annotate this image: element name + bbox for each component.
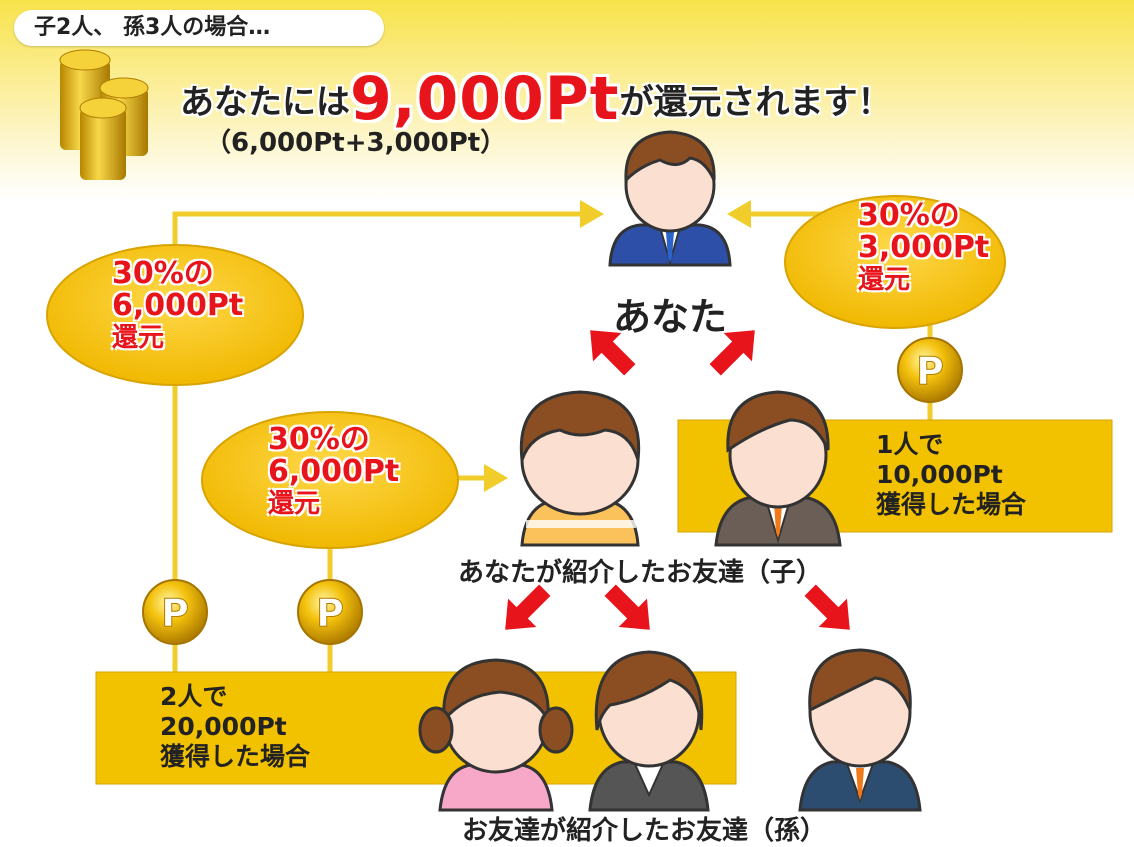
svg-text:P: P xyxy=(161,591,189,635)
headline: あなたには9,000Ptが還元されます！ xyxy=(180,64,891,134)
reward-rate: 30%の xyxy=(112,256,214,291)
earning-box-left-text: 2人で 20,000Pt 獲得した場合 xyxy=(160,682,310,772)
person-you-avatar xyxy=(608,130,732,267)
red-arrow-icons xyxy=(505,330,850,630)
earning-amount: 10,000Pt xyxy=(876,460,1003,489)
person-grandchild-avatar xyxy=(418,658,574,812)
coin-stack-icon xyxy=(59,49,149,180)
earning-count: 1人で xyxy=(876,430,944,459)
reward-oval-left-inner: 30%の 6,000Pt 還元 xyxy=(268,424,399,520)
node-label-you: あなた xyxy=(613,295,728,339)
person-grandchild-avatar xyxy=(798,648,922,812)
node-label-children: あなたが紹介したお友達（子） xyxy=(458,558,823,588)
headline-amount: 9,000Pt xyxy=(350,64,620,134)
point-coin-icon: P xyxy=(897,337,963,403)
svg-text:P: P xyxy=(916,349,944,393)
reward-rate: 30%の xyxy=(858,198,960,233)
reward-oval-right: 30%の 3,000Pt 還元 xyxy=(858,200,989,296)
headline-suffix: が還元されます！ xyxy=(619,82,892,123)
earning-box-right-text: 1人で 10,000Pt 獲得した場合 xyxy=(876,430,1026,520)
point-coin-icon: P xyxy=(297,579,363,645)
arrow-child-to-gc2 xyxy=(604,584,650,630)
arrow-you-to-child1 xyxy=(590,330,636,376)
connector-arrowheads xyxy=(484,200,751,492)
reward-ovals xyxy=(46,195,1006,549)
headline-breakdown: （6,000Pt+3,000Pt） xyxy=(205,128,507,158)
reward-amount: 6,000Pt xyxy=(268,454,400,489)
arrow-child-to-gc3 xyxy=(804,584,850,630)
earning-count: 2人で xyxy=(160,682,228,711)
person-child-avatar xyxy=(519,390,641,547)
scenario-tag: 子2人、 孫3人の場合… xyxy=(14,10,384,46)
person-child-avatar xyxy=(714,390,842,547)
earning-amount: 20,000Pt xyxy=(160,712,287,741)
point-coin-icon: P xyxy=(142,579,208,645)
earning-label: 獲得した場合 xyxy=(160,742,311,771)
headline-prefix: あなたには xyxy=(180,82,350,123)
person-grandchild-avatar xyxy=(588,650,710,812)
svg-text:P: P xyxy=(316,591,344,635)
reward-label: 還元 xyxy=(268,489,321,519)
reward-oval-left-outer: 30%の 6,000Pt 還元 xyxy=(112,258,243,354)
reward-amount: 3,000Pt xyxy=(858,230,990,265)
earning-label: 獲得した場合 xyxy=(876,490,1027,519)
reward-label: 還元 xyxy=(112,323,165,353)
node-label-grandchildren: お友達が紹介したお友達（孫） xyxy=(462,816,827,846)
reward-amount: 6,000Pt xyxy=(112,288,244,323)
reward-label: 還元 xyxy=(858,265,911,295)
arrow-child-to-gc1 xyxy=(505,584,551,630)
reward-rate: 30%の xyxy=(268,422,370,457)
arrow-you-to-child2 xyxy=(709,330,755,376)
point-coin-icons: P P P xyxy=(142,337,963,645)
